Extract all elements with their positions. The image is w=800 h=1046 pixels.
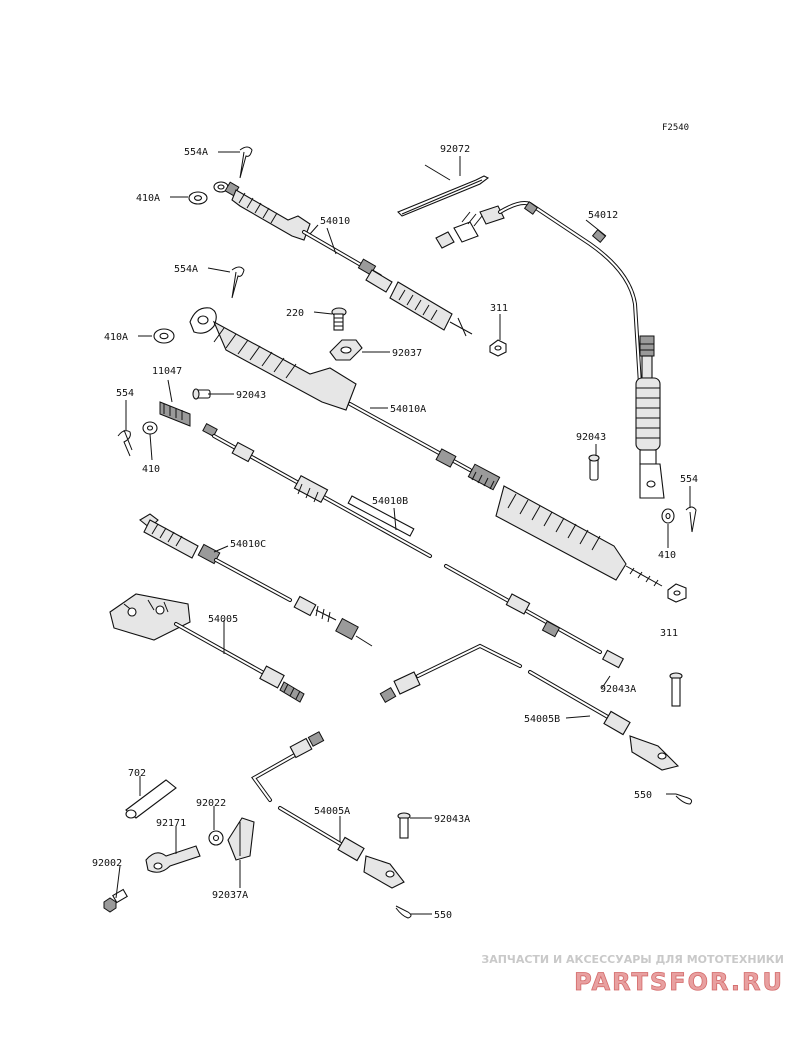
part-311-nut [667, 583, 687, 603]
label-554A: 554A [184, 147, 208, 158]
part-92043-pin [588, 454, 600, 481]
leader-lines [115, 151, 691, 915]
part-labels: 554A 410A 54010 554A 220 92037 311 92072… [92, 144, 698, 921]
label-92037A: 92037A [212, 890, 248, 901]
part-311-nut [489, 339, 507, 357]
part-550-cotter-pin [395, 905, 412, 919]
label-554A: 554A [174, 264, 198, 275]
label-550: 550 [434, 910, 452, 921]
part-410A-washer [153, 328, 175, 344]
watermark: ЗАПЧАСТИ И АКСЕССУАРЫ ДЛЯ МОТОТЕХНИКИ PA… [481, 953, 784, 996]
part-92037A-clamp [227, 817, 255, 861]
part-92072-cable-tie [397, 164, 490, 217]
label-92002: 92002 [92, 858, 122, 869]
label-92043: 92043 [236, 390, 266, 401]
label-554: 554 [116, 388, 134, 399]
label-410A: 410A [136, 193, 160, 204]
part-702-tube [125, 779, 177, 819]
part-92043A-pin [669, 672, 683, 707]
figure-reference: F2540 [662, 123, 689, 133]
part-54005A-cable [251, 731, 405, 889]
label-54010: 54010 [320, 216, 350, 227]
part-554-clip [685, 506, 697, 533]
label-410A: 410A [104, 332, 128, 343]
label-92043: 92043 [576, 432, 606, 443]
part-92043A-pin [397, 812, 411, 839]
label-311: 311 [660, 628, 678, 639]
part-54005-cable [109, 593, 305, 703]
label-550: 550 [634, 790, 652, 801]
label-54010B: 54010B [372, 496, 408, 507]
part-54010A-cable [189, 307, 663, 587]
part-54010C-cable [139, 513, 373, 647]
label-311: 311 [490, 303, 508, 314]
label-54010A: 54010A [390, 404, 426, 415]
watermark-tagline: ЗАПЧАСТИ И АКСЕССУАРЫ ДЛЯ МОТОТЕХНИКИ [481, 953, 784, 966]
part-54010B-cable [202, 422, 625, 669]
part-92022-washer [208, 830, 224, 846]
part-92037-clamp [329, 339, 363, 361]
part-410-washer [661, 508, 675, 524]
label-554: 554 [680, 474, 698, 485]
label-410: 410 [658, 550, 676, 561]
label-92072: 92072 [440, 144, 470, 155]
label-92043A: 92043A [434, 814, 470, 825]
part-54005B-cable [379, 643, 680, 771]
label-92171: 92171 [156, 818, 186, 829]
label-220: 220 [286, 308, 304, 319]
part-92171-clamp [145, 845, 201, 873]
watermark-brand: PARTSFOR.RU [574, 968, 784, 996]
label-92037: 92037 [392, 348, 422, 359]
part-92002-bolt [103, 888, 128, 913]
part-11047-bracket [159, 401, 191, 427]
part-54012-cable [435, 201, 665, 499]
part-220-screw [331, 307, 347, 331]
label-92022: 92022 [196, 798, 226, 809]
label-11047: 11047 [152, 366, 182, 377]
label-54005B: 54005B [524, 714, 560, 725]
part-554A-clip [231, 266, 245, 299]
label-54010C: 54010C [230, 539, 266, 550]
label-702: 702 [128, 768, 146, 779]
part-92043-pin [192, 388, 211, 400]
part-554-clip [117, 429, 133, 457]
part-554A-clip [239, 146, 253, 179]
label-92043A: 92043A [600, 684, 636, 695]
part-410-washer [142, 421, 158, 435]
label-54005: 54005 [208, 614, 238, 625]
part-550-cotter-pin [675, 793, 693, 805]
part-54010-cable [213, 181, 473, 337]
label-54012: 54012 [588, 210, 618, 221]
part-410A-washer [188, 191, 208, 205]
label-410: 410 [142, 464, 160, 475]
label-54005A: 54005A [314, 806, 350, 817]
